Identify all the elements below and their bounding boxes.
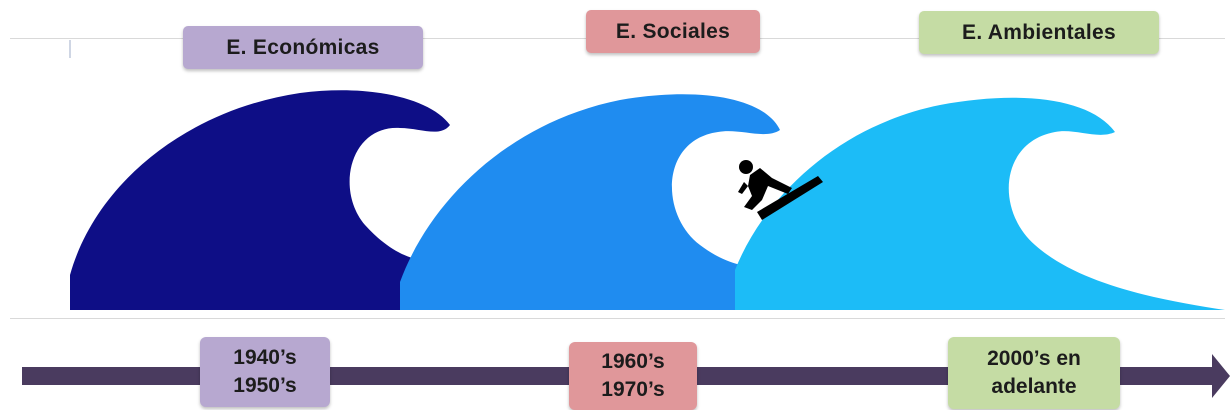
period-box-3: 2000’s en adelante <box>948 337 1120 409</box>
label-sociales: E. Sociales <box>586 10 760 53</box>
period-3-line1: 2000’s en <box>987 347 1081 370</box>
wave-ambientales <box>735 97 1225 310</box>
period-2-line2: 1970’s <box>601 378 665 401</box>
wave-economicas <box>70 90 460 311</box>
label-ambientales: E. Ambientales <box>919 11 1159 54</box>
left-frame-tick <box>69 40 71 58</box>
wave-sociales <box>400 94 790 311</box>
bottom-frame-line <box>10 318 1225 319</box>
period-1-line2: 1950’s <box>233 374 297 397</box>
label-economicas: E. Económicas <box>183 26 423 69</box>
period-box-2: 1960’s 1970’s <box>569 342 697 410</box>
period-1-line1: 1940’s <box>233 346 297 369</box>
period-box-1: 1940’s 1950’s <box>200 337 330 407</box>
period-2-line1: 1960’s <box>601 350 665 373</box>
surfer-icon <box>738 160 823 220</box>
period-3-line2: adelante <box>991 375 1077 398</box>
